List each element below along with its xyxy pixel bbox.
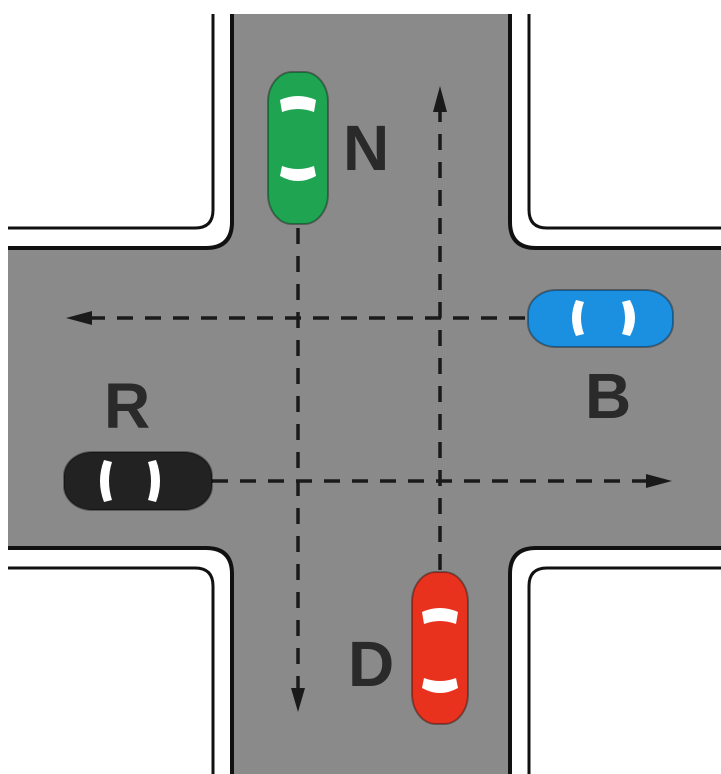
car-west [63, 451, 213, 511]
arrowheads [66, 86, 672, 712]
car-north [267, 71, 329, 225]
car-south [411, 571, 469, 725]
arrow-down-icon [291, 688, 305, 712]
arrow-right-icon [646, 474, 672, 488]
label-west: R [104, 370, 150, 442]
arrow-up-icon [433, 86, 447, 112]
arrow-left-icon [66, 311, 92, 325]
path-lines [90, 110, 648, 690]
car-east [527, 289, 674, 348]
road-edges [8, 14, 721, 774]
label-south: D [348, 628, 394, 700]
label-east: B [585, 360, 631, 432]
label-north: N [343, 112, 389, 184]
